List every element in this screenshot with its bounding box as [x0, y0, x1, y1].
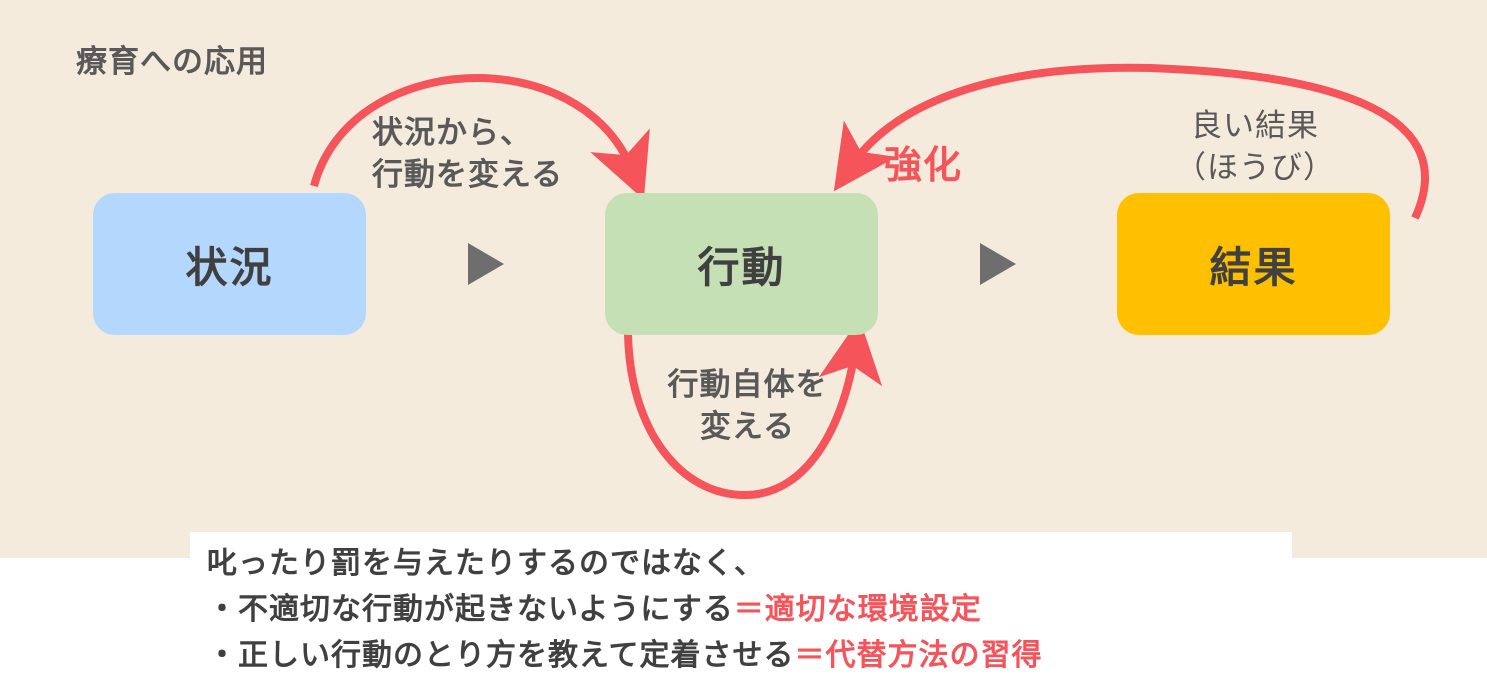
label-line: 変える	[699, 409, 796, 445]
label-line: 行動を変える	[372, 157, 564, 193]
arrow-behavior-loop	[624, 318, 883, 500]
page-title: 療育への応用	[76, 44, 268, 80]
box-behavior-label: 行動	[697, 242, 786, 292]
note-line-2: ・不適切な行動が起きないようにする＝適切な環境設定	[207, 584, 982, 628]
note-line-3-text: ・正しい行動のとり方を教えて定着させる	[207, 638, 795, 673]
note-box	[190, 532, 1292, 698]
right-triangle-icon	[980, 243, 1016, 285]
note-line-2-text: ・不適切な行動が起きないようにする	[207, 592, 734, 627]
box-behavior: 行動	[605, 193, 878, 335]
label-line: 行動自体を	[667, 367, 828, 403]
label-good-result: 良い結果 （ほうび）	[1160, 105, 1350, 189]
box-result-label: 結果	[1209, 242, 1298, 292]
box-situation-label: 状況	[185, 242, 274, 292]
arrow-reinforcement	[833, 63, 1429, 220]
arrow-situation-to-behavior	[310, 74, 650, 200]
box-result: 結果	[1117, 193, 1390, 335]
box-situation: 状況	[93, 193, 366, 335]
label-line: 状況から、	[372, 115, 532, 151]
right-triangle-icon	[468, 243, 504, 285]
note-line-2-accent: ＝適切な環境設定	[733, 592, 982, 627]
label-line: （ほうび）	[1175, 150, 1335, 186]
label-reinforce: 強化	[884, 143, 963, 187]
label-change-from-situation: 状況から、 行動を変える	[372, 112, 563, 196]
label-change-behavior: 行動自体を 変える	[640, 364, 855, 448]
note-line-3-accent: ＝代替方法の習得	[794, 638, 1043, 673]
note-line-3: ・正しい行動のとり方を教えて定着させる＝代替方法の習得	[207, 630, 1043, 674]
note-line-1: 叱ったり罰を与えたりするのではなく、	[207, 546, 765, 581]
label-line: 良い結果	[1191, 108, 1319, 144]
